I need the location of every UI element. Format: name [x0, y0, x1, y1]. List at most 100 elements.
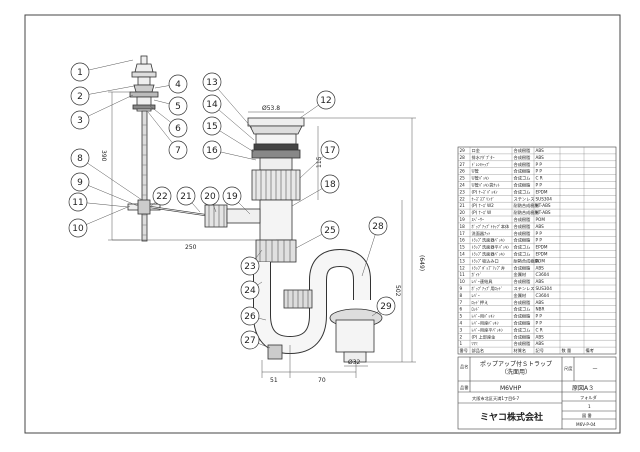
cell-spec: C R [536, 176, 543, 181]
cell-material: 合成樹脂 [514, 182, 531, 189]
dim-51: 51 [270, 377, 278, 384]
cell-name: ｶﾞｲﾄﾞ [472, 272, 482, 278]
cell-material: 合成樹脂 [514, 230, 531, 237]
cell-spec: NBR [536, 307, 545, 312]
cell-material: 合成樹脂 [514, 333, 531, 340]
cell-material: 金属材 [514, 292, 527, 299]
balloon-9: 9 [70, 172, 139, 207]
dim-top-diameter: Ø53.8 [262, 105, 280, 112]
svg-text:23: 23 [244, 262, 255, 272]
svg-text:25: 25 [324, 226, 335, 236]
company-address: 大阪市北区天満1丁目6-7 [472, 395, 520, 402]
cell-no: 4 [460, 321, 463, 326]
cell-spec: ABS [536, 279, 545, 284]
cell-name: ﾎﾞｯﾌﾟｱｯﾌﾟﾄﾗｯﾌﾟ本体 [472, 223, 511, 230]
cell-name: U管ﾊﾟｯｷﾝ袋ﾅｯﾄ [472, 182, 500, 189]
balloon-6: 6 [149, 105, 188, 138]
balloon-23: 23 [240, 249, 263, 276]
cell-material: 合成樹脂 [514, 278, 531, 285]
cell-spec: SUS304 [536, 196, 553, 201]
balloon-13: 13 [202, 72, 253, 129]
cell-no: 1 [460, 341, 463, 346]
dimension-lines [108, 91, 416, 378]
svg-text:22: 22 [156, 192, 167, 202]
cell-name: ﾄﾗｯﾌﾟ洗面器ﾊﾟｯｷﾝ [472, 237, 506, 244]
cell-no: 13 [460, 258, 466, 263]
cell-spec: EPDM [536, 252, 548, 257]
cell-name: ﾛｯﾄﾞ [472, 307, 480, 312]
svg-text:21: 21 [180, 192, 191, 202]
balloon-17: 17 [299, 140, 340, 179]
cell-material: 合成樹脂 [514, 168, 531, 175]
balloon-18: 18 [291, 174, 340, 207]
dim-390: 390 [100, 150, 107, 162]
cell-no: 10 [460, 279, 466, 284]
cell-spec: P P [536, 314, 543, 319]
cell-name: U管 [472, 168, 479, 175]
balloon-22: 22 [149, 186, 172, 208]
balloon-7: 7 [147, 111, 188, 160]
dim-649: (649) [418, 255, 425, 271]
cell-material: 耐熱合成樹脂 [514, 257, 539, 264]
svg-text:7: 7 [175, 146, 181, 156]
svg-text:10: 10 [72, 224, 84, 234]
svg-text:1: 1 [77, 68, 83, 78]
cell-name: ﾂﾏﾐ [472, 341, 478, 347]
cell-material: 合成樹脂 [514, 161, 531, 168]
scale-label: 尺度 [564, 365, 573, 372]
cell-spec: ABS [536, 265, 545, 270]
cell-spec: ABS [536, 224, 545, 229]
svg-text:5: 5 [175, 102, 181, 112]
cell-spec: P P [536, 238, 543, 243]
balloon-5: 5 [153, 96, 188, 116]
balloon-14: 14 [202, 94, 255, 141]
lever-assembly [127, 55, 206, 242]
cell-spec: POM [536, 217, 546, 222]
cell-material: 合成樹脂 [514, 147, 531, 154]
cell-material: 合成ゴム [514, 251, 531, 258]
cell-name: ﾅｰｽﾞｽﾌﾟﾘﾝｸﾞ [472, 195, 495, 202]
cell-spec: P P [536, 169, 543, 174]
svg-text:13: 13 [206, 78, 217, 88]
cell-spec: HT-ABS [536, 203, 551, 208]
balloon-25: 25 [295, 220, 340, 249]
svg-text:15: 15 [206, 122, 217, 132]
svg-text:29: 29 [380, 302, 392, 312]
cell-name: ﾄﾗｯﾌﾟ洗面器ﾊﾟｯｷﾝ [472, 251, 506, 258]
scale-value: － [592, 366, 598, 373]
parts-table-header: 番号部品名材質名記号数 量備考 [460, 347, 594, 354]
dim-250: 250 [185, 244, 197, 251]
cell-spec: HT-ABS [536, 210, 551, 215]
cell-name: (P) ﾅｰｽﾞW2 [472, 203, 495, 209]
cell-no: 8 [460, 293, 463, 298]
cell-spec: ABS [536, 334, 545, 339]
cell-no: 21 [460, 203, 466, 208]
balloon-12: 12 [299, 90, 336, 119]
cell-name: ﾄﾗｯﾌﾟ吸込み口 [472, 257, 499, 264]
cell-no: 29 [460, 148, 466, 153]
cell-material: 合成樹脂 [514, 237, 531, 244]
trap-assembly [204, 117, 383, 363]
cell-no: 19 [460, 217, 466, 222]
cell-name: ﾄﾗｯﾌﾟ洗面器平ﾊﾟｯｷﾝ [472, 244, 510, 251]
cell-spec: C3604 [536, 272, 550, 277]
model-number: M6VHP [500, 385, 522, 392]
cell-name: ﾄﾞﾚﾝｷｬｯﾌﾟ [472, 161, 491, 168]
svg-text:8: 8 [77, 154, 83, 164]
header-name: 部品名 [472, 347, 485, 354]
balloon-27: 27 [240, 330, 271, 350]
cell-no: 14 [460, 252, 466, 257]
